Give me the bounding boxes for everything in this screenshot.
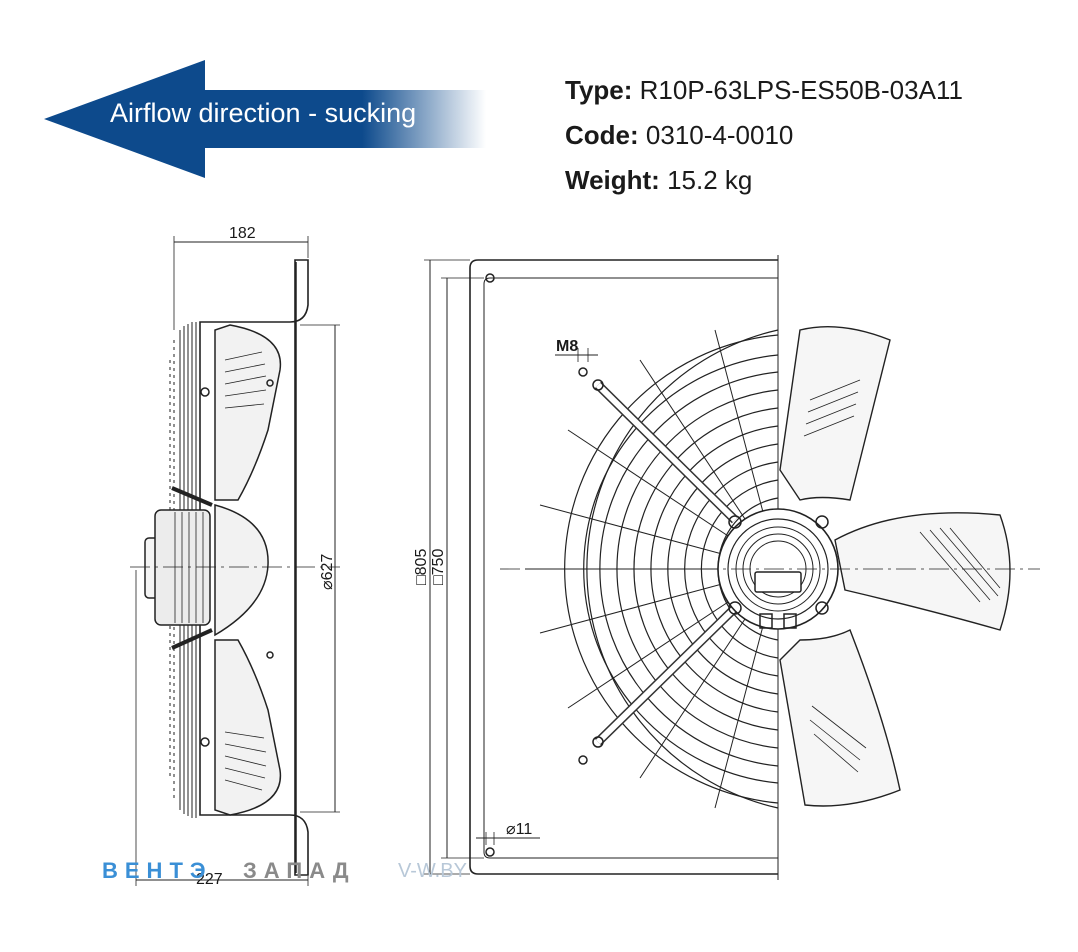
spec-weight: Weight: 15.2 kg	[565, 158, 963, 203]
fan-specs: Type: R10P-63LPS-ES50B-03A11 Code: 0310-…	[565, 68, 963, 203]
spec-type-value: R10P-63LPS-ES50B-03A11	[639, 75, 963, 105]
watermark-url: V-W.BY	[398, 860, 467, 882]
spec-code-value: 0310-4-0010	[645, 120, 794, 150]
dim-total-depth: 227	[196, 871, 223, 888]
spec-weight-key: Weight:	[565, 165, 660, 195]
airflow-arrow: Airflow direction - sucking	[40, 58, 490, 180]
side-view	[130, 236, 340, 886]
spec-type: Type: R10P-63LPS-ES50B-03A11	[565, 68, 963, 113]
front-view	[424, 255, 1040, 880]
arrow-shape	[44, 60, 486, 178]
dim-hole: ⌀11	[506, 821, 532, 838]
spec-type-key: Type:	[565, 75, 633, 105]
watermark-brand-part1: ВЕНТЭ	[102, 858, 213, 883]
watermark-brand-part2: ЗАПАД	[243, 858, 356, 883]
dim-plate-inner: □750	[430, 549, 447, 585]
airflow-label: Airflow direction - sucking	[110, 98, 417, 128]
spec-code-key: Code:	[565, 120, 639, 150]
spec-weight-value: 15.2 kg	[667, 165, 753, 195]
dim-diameter: ⌀627	[319, 554, 336, 590]
dim-depth: 182	[229, 225, 256, 242]
dim-plate-outer: □805	[413, 549, 430, 585]
dim-thread: M8	[556, 338, 578, 355]
spec-code: Code: 0310-4-0010	[565, 113, 963, 158]
